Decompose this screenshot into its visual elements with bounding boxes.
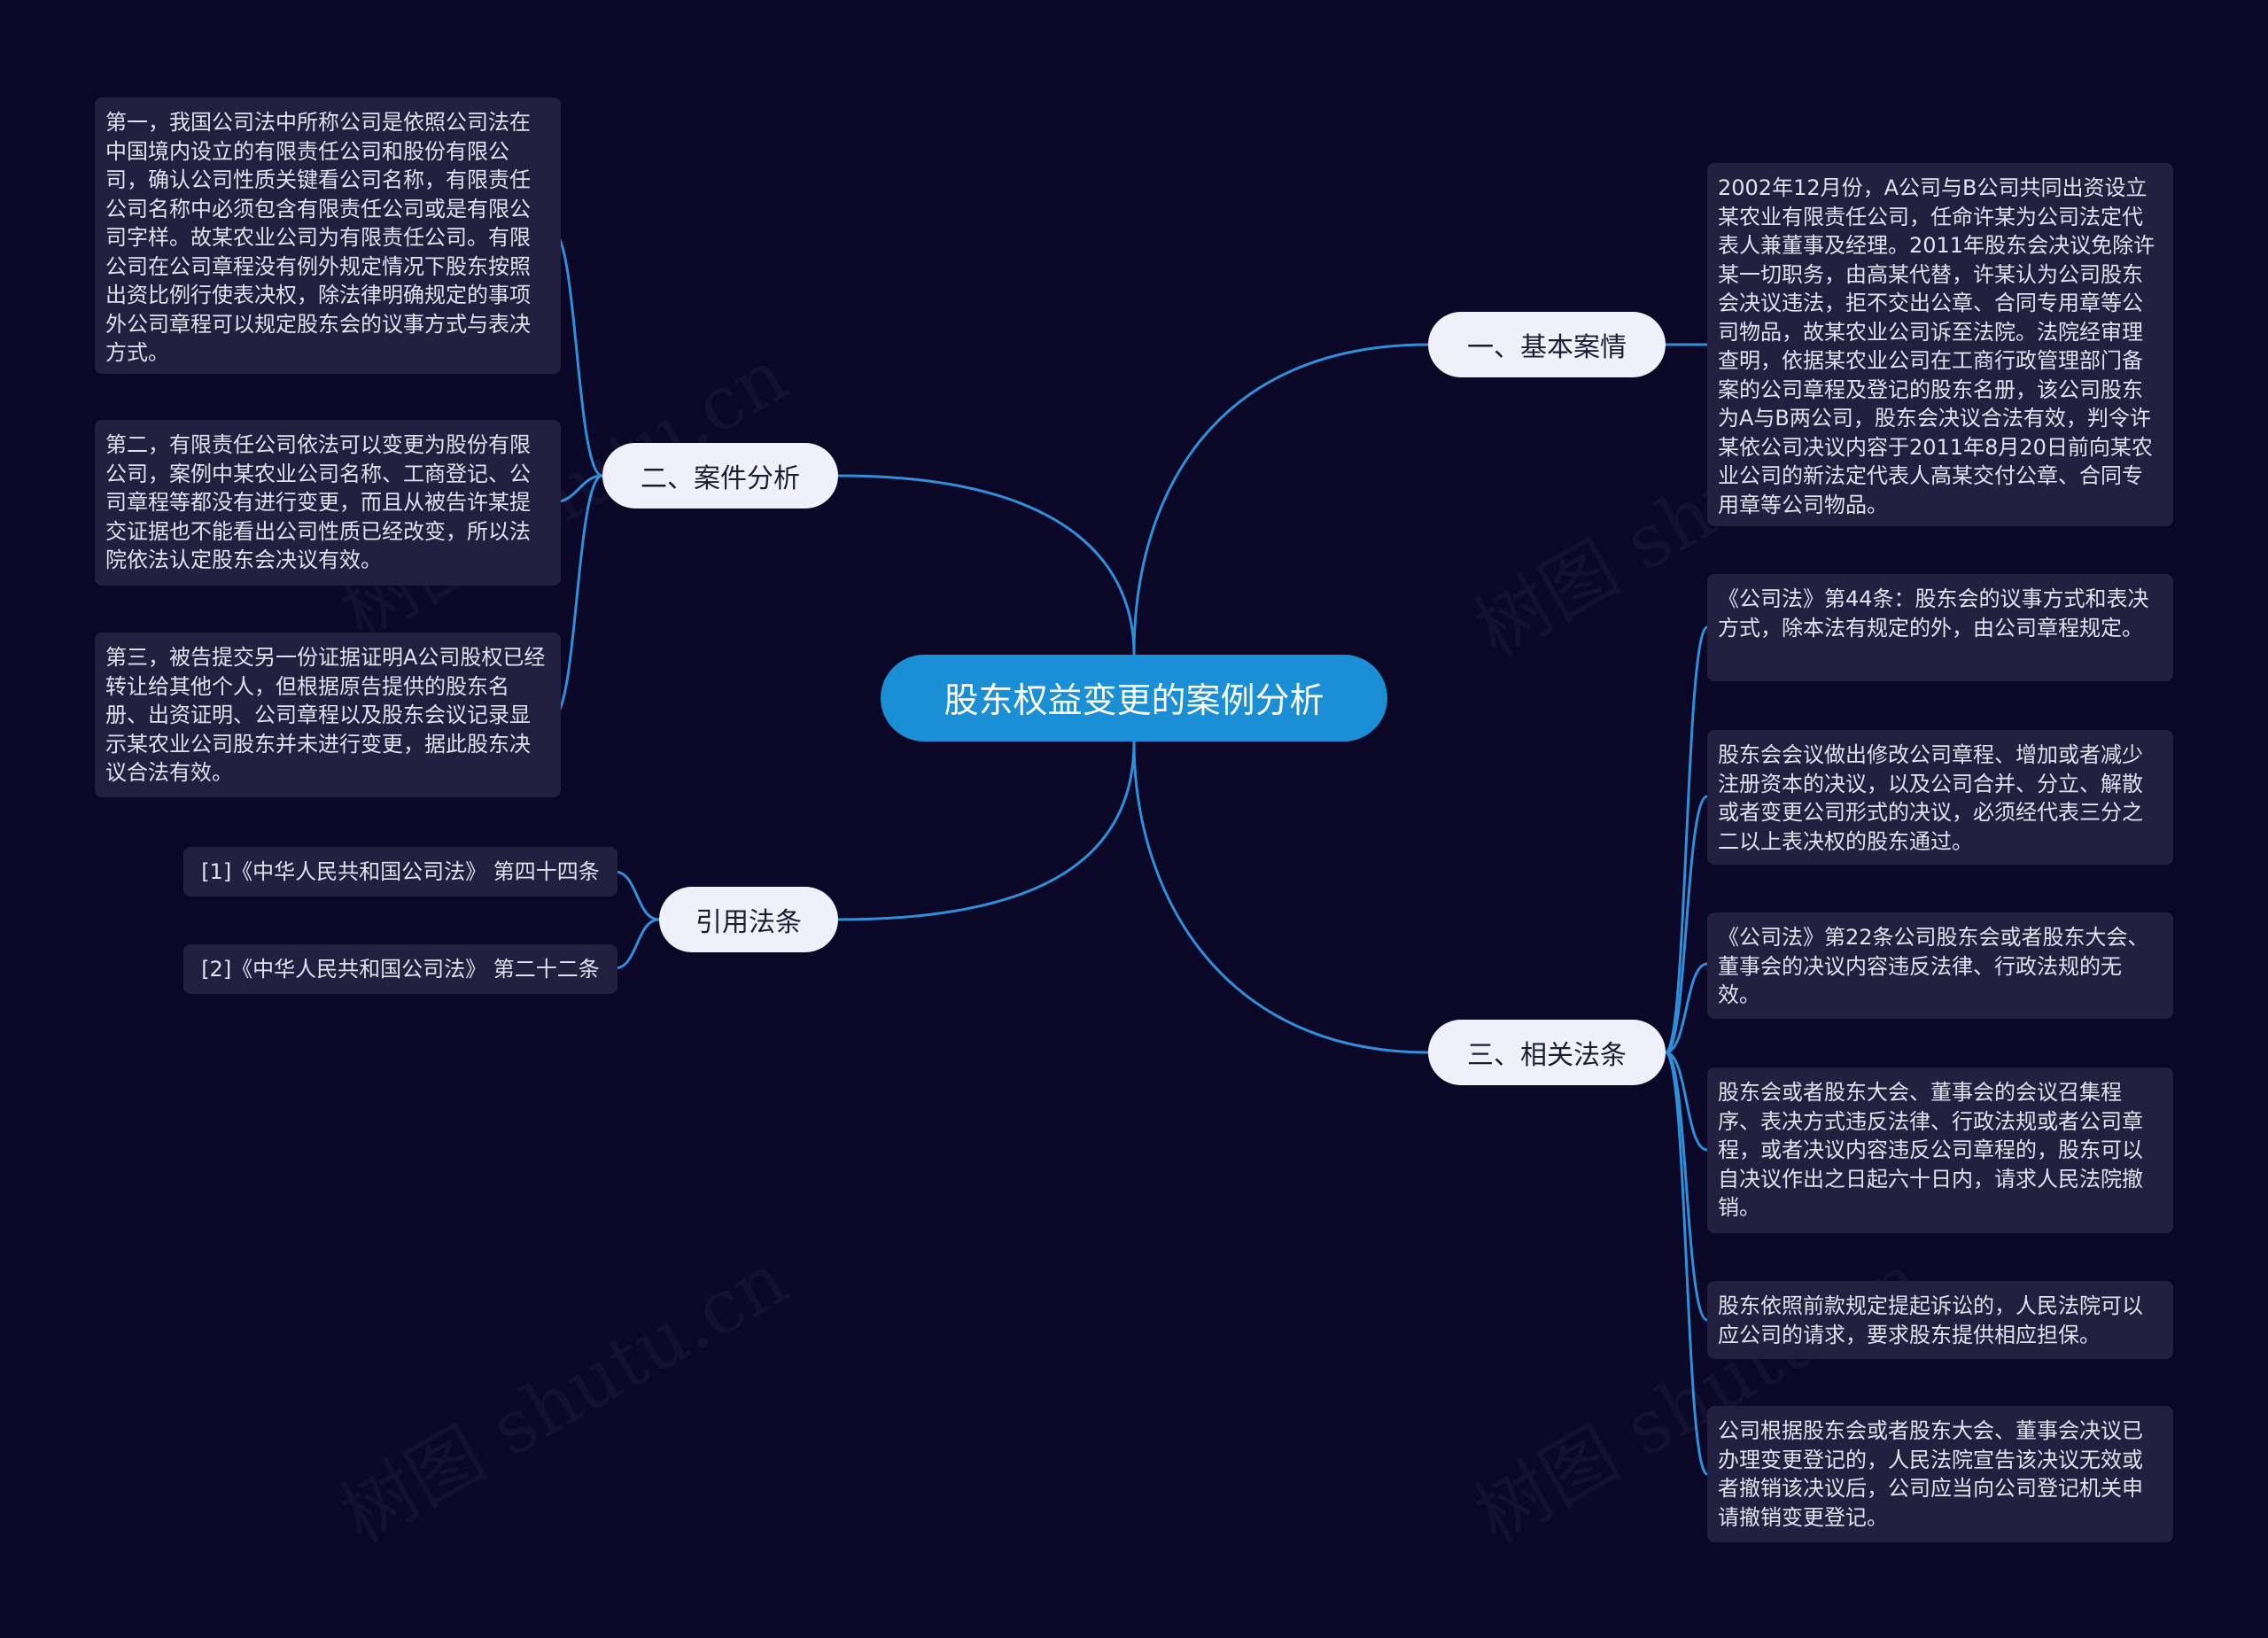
edge-related-laws-leaf-2 [1664, 795, 1709, 1054]
basic-case-detail: 2002年12月份，A公司与B公司共同出资设立某农业有限责任公司，任命许某为公司… [1707, 163, 2173, 526]
branch-cited-laws[interactable]: 引用法条 [659, 887, 838, 952]
branch-case-analysis[interactable]: 二、案件分析 [602, 443, 838, 508]
root-topic[interactable]: 股东权益变更的案例分析 [881, 655, 1387, 741]
edge-related-laws-leaf-3 [1664, 962, 1709, 1054]
edge-root-related-laws [1132, 740, 1430, 1054]
edge-root-case-analysis [836, 474, 1136, 656]
case-analysis-point-3: 第三，被告提交另一份证据证明A公司股权已经转让给其他个人，但根据原告提供的股东名… [95, 633, 561, 797]
edge-cited-laws-leaf-1 [613, 870, 661, 921]
case-analysis-point-1: 第一，我国公司法中所称公司是依照公司法在中国境内设立的有限责任公司和股份有限公司… [95, 97, 561, 374]
edge-related-laws-leaf-1 [1664, 625, 1709, 1054]
edge-case-analysis-leaf-1 [551, 230, 604, 477]
case-analysis-point-2: 第二，有限责任公司依法可以变更为股份有限公司，案例中某农业公司名称、工商登记、公… [95, 420, 561, 586]
edge-related-laws-leaf-4 [1664, 1051, 1709, 1152]
related-law-item-1: 《公司法》第44条：股东会的议事方式和表决方式，除本法有规定的外，由公司章程规定… [1707, 574, 2173, 681]
related-law-item-3: 《公司法》第22条公司股东会或者股东大会、董事会的决议内容违反法律、行政法规的无… [1707, 912, 2173, 1019]
edge-related-laws-leaf-6 [1664, 1051, 1709, 1476]
edge-root-basic-case [1132, 343, 1430, 656]
edge-case-analysis-leaf-3 [551, 474, 604, 718]
edge-cited-laws-leaf-2 [613, 918, 661, 970]
related-law-item-2: 股东会会议做出修改公司章程、增加或者减少注册资本的决议，以及公司合并、分立、解散… [1707, 730, 2173, 865]
branch-basic-case[interactable]: 一、基本案情 [1428, 312, 1666, 377]
branch-related-laws[interactable]: 三、相关法条 [1428, 1020, 1666, 1085]
cited-law-item: [1]《中华人民共和国公司法》 第四十四条 [183, 847, 617, 897]
cited-law-item: [2]《中华人民共和国公司法》 第二十二条 [183, 944, 617, 994]
related-law-item-6: 公司根据股东会或者股东大会、董事会决议已办理变更登记的，人民法院宣告该决议无效或… [1707, 1406, 2173, 1542]
edge-root-cited-laws [836, 740, 1136, 921]
related-law-item-5: 股东依照前款规定提起诉讼的，人民法院可以应公司的请求，要求股东提供相应担保。 [1707, 1281, 2173, 1359]
related-law-item-4: 股东会或者股东大会、董事会的会议召集程序、表决方式违反法律、行政法规或者公司章程… [1707, 1067, 2173, 1233]
